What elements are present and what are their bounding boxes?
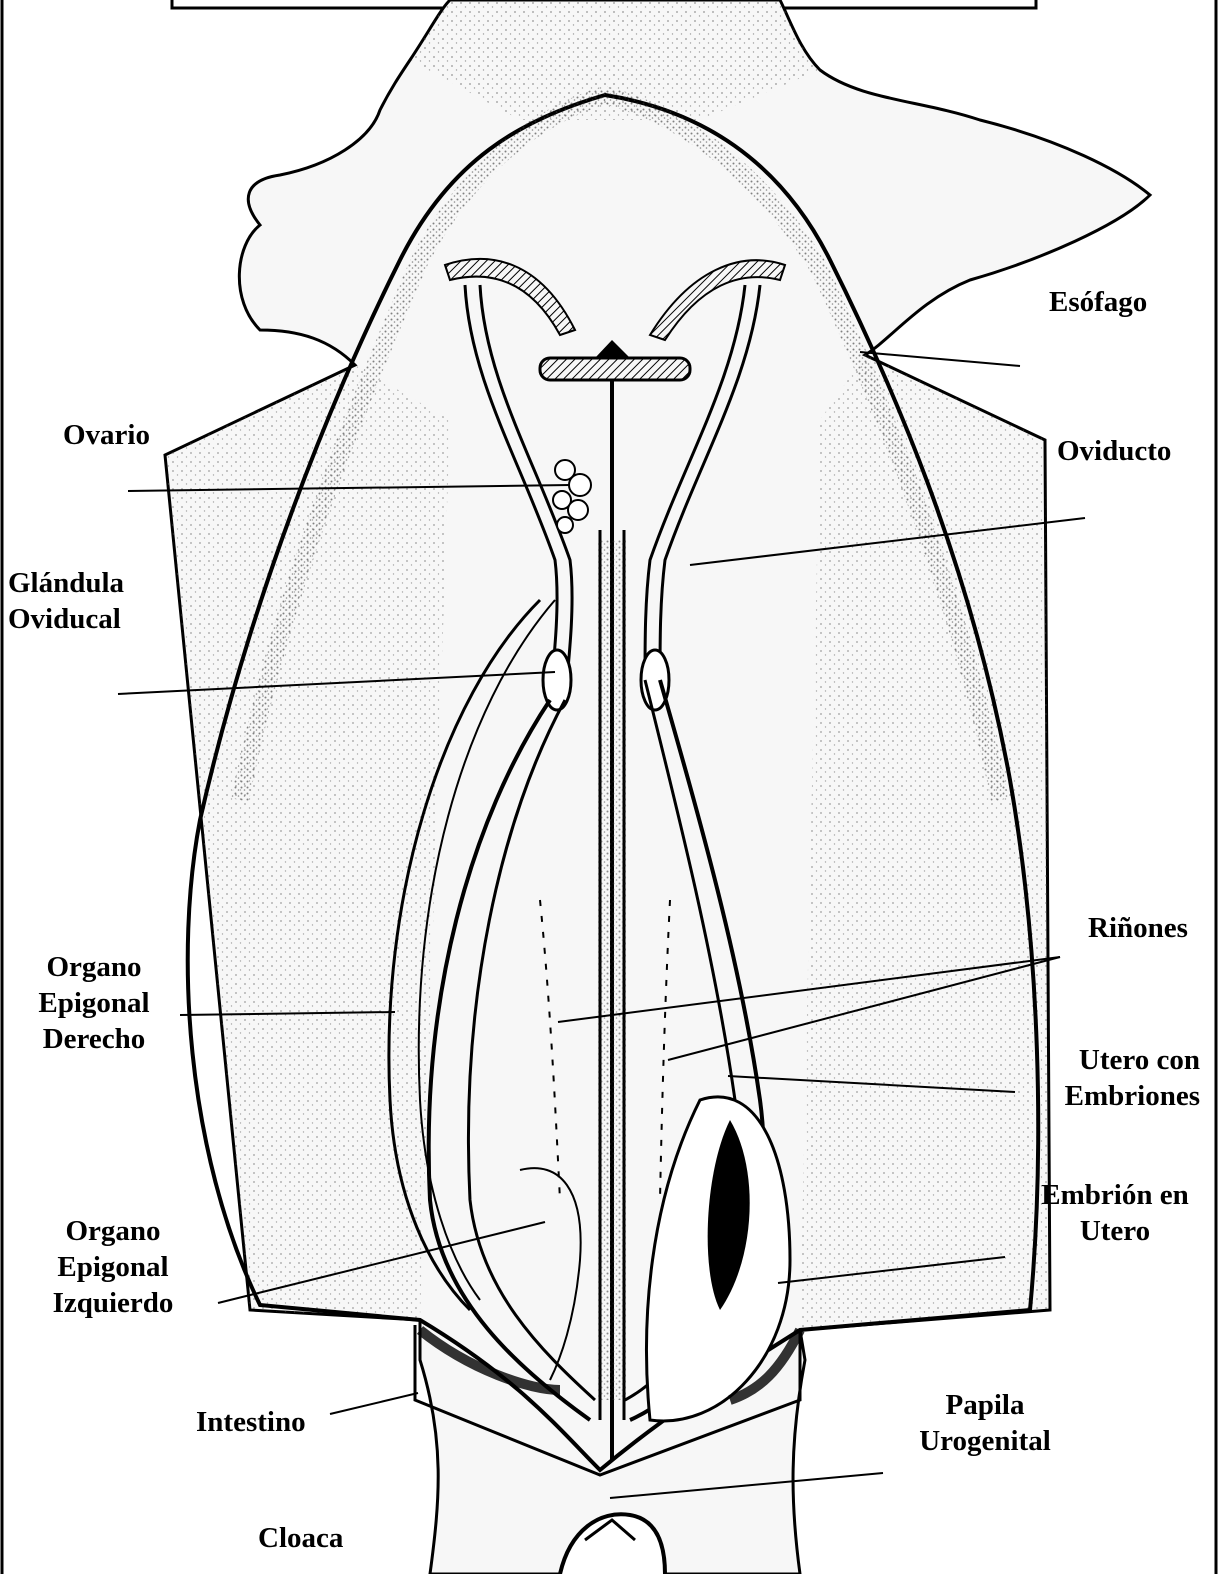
label-line: Utero [1028,1213,1202,1249]
label-line: Epigonal [38,1249,188,1285]
label-esofago: Esófago [1049,284,1147,320]
label-cloaca: Cloaca [258,1520,343,1556]
leader-intestino [330,1393,418,1414]
label-line: Oviducal [8,601,124,637]
label-line: Glándula [8,565,124,601]
label-organo-epigonal-derecho: Organo Epigonal Derecho [24,949,164,1057]
label-rinones: Riñones [1088,910,1188,946]
label-line: Organo [38,1213,188,1249]
label-line: Izquierdo [38,1285,188,1321]
label-line: Urogenital [905,1423,1065,1459]
label-line: Utero con [1040,1042,1200,1078]
label-utero-con-embriones: Utero con Embriones [1040,1042,1200,1114]
label-line: Organo [24,949,164,985]
label-organo-epigonal-izquierdo: Organo Epigonal Izquierdo [38,1213,188,1321]
midline-structures [598,380,626,1460]
label-oviducto: Oviducto [1057,433,1171,469]
label-papila-urogenital: Papila Urogenital [905,1387,1065,1459]
label-line: Papila [905,1387,1065,1423]
label-line: Embrión en [1028,1177,1202,1213]
label-embrion-en-utero: Embrión en Utero [1028,1177,1202,1249]
label-line: Embriones [1040,1078,1200,1114]
label-intestino: Intestino [196,1404,306,1440]
label-ovario: Ovario [63,417,150,453]
label-line: Epigonal [24,985,164,1021]
label-line: Derecho [24,1021,164,1057]
label-glandula-oviducal: Glándula Oviducal [8,565,124,637]
